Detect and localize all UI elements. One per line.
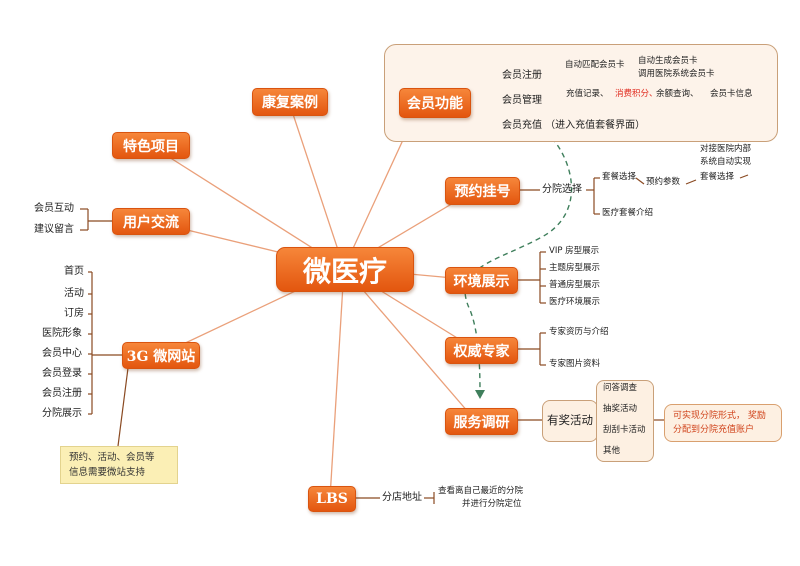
member-recharge: 会员充值 （进入充值套餐界面） — [502, 120, 646, 131]
center-links — [149, 101, 476, 499]
web3g-item: 会员中心 — [42, 348, 82, 359]
member-balance: 余额查询、 — [656, 89, 699, 99]
env-item: 医疗环境展示 — [549, 297, 601, 307]
survey-reward: 有奖活动 — [547, 413, 593, 427]
interact-node[interactable]: 用户交流 — [112, 208, 190, 235]
survey-items-box — [596, 380, 654, 462]
survey-reward-box — [542, 400, 598, 442]
expert-item: 专家资历与介绍 — [549, 327, 609, 337]
member-card-info: 会员卡信息 — [710, 89, 753, 99]
web3g-note: 预约、活动、会员等 信息需要微站支持 — [60, 446, 178, 484]
member-node[interactable]: 会员功能 — [399, 88, 471, 118]
rehab-node[interactable]: 康复案例 — [252, 88, 328, 116]
web3g-node[interactable]: 3G 微网站 — [122, 342, 200, 369]
web3g-item: 活动 — [64, 288, 84, 299]
member-register: 会员注册 — [502, 70, 542, 81]
survey-node[interactable]: 服务调研 — [445, 408, 518, 435]
lbs-desc: 查看离自己最近的分院 — [438, 486, 524, 496]
member-points: 消费积分、 — [615, 89, 658, 99]
booking-params: 预约参数 — [646, 177, 681, 187]
note-line: 可实现分院形式， 奖励 — [673, 411, 766, 421]
web3g-item: 会员登录 — [42, 368, 82, 379]
booking-node[interactable]: 预约挂号 — [445, 177, 520, 205]
note-line: 信息需要微站支持 — [69, 467, 146, 478]
member-call-system: 调用医院系统会员卡 — [638, 69, 715, 79]
interact-item: 会员互动 — [34, 203, 74, 214]
env-item: 普通房型展示 — [549, 280, 601, 290]
web3g-item: 首页 — [64, 266, 84, 277]
survey-item: 问答调查 — [603, 383, 638, 393]
member-recharge-record: 充值记录、 — [566, 89, 609, 99]
booking-docking: 系统自动实现 — [700, 157, 752, 167]
note-line: 预约、活动、会员等 — [69, 452, 155, 463]
center-node[interactable]: 微医疗 — [276, 247, 414, 292]
lbs-desc: 并进行分院定位 — [462, 499, 522, 509]
booking-docking: 对接医院内部 — [700, 144, 752, 154]
booking-package-select: 套餐选择 — [602, 172, 637, 182]
lbs-address: 分店地址 — [382, 492, 422, 503]
env-item: VIP 房型展示 — [549, 246, 600, 256]
member-auto-match: 自动匹配会员卡 — [565, 60, 625, 70]
expert-node[interactable]: 权威专家 — [445, 337, 518, 364]
survey-item: 其他 — [603, 446, 621, 456]
web3g-item: 会员注册 — [42, 388, 82, 399]
survey-note: 可实现分院形式， 奖励 分配到分院充值账户 — [664, 404, 782, 442]
env-node[interactable]: 环境展示 — [445, 267, 518, 294]
feature-node[interactable]: 特色项目 — [112, 132, 190, 159]
booking-branch-select: 分院选择 — [542, 184, 582, 195]
arrow-head — [475, 390, 485, 399]
lbs-node[interactable]: LBS — [308, 486, 356, 512]
interact-item: 建议留言 — [34, 224, 74, 235]
web3g-item: 医院形象 — [42, 328, 82, 339]
survey-item: 刮刮卡活动 — [603, 425, 646, 435]
member-auto-gen: 自动生成会员卡 — [638, 56, 698, 66]
survey-item: 抽奖活动 — [603, 404, 638, 414]
booking-package-select2: 套餐选择 — [700, 172, 735, 182]
web3g-item: 订房 — [64, 308, 84, 319]
booking-package-intro: 医疗套餐介绍 — [602, 208, 654, 218]
expert-item: 专家图片资料 — [549, 359, 601, 369]
env-item: 主题房型展示 — [549, 263, 601, 273]
web3g-item: 分院展示 — [42, 408, 82, 419]
note-line: 分配到分院充值账户 — [673, 425, 755, 435]
member-manage: 会员管理 — [502, 95, 542, 106]
